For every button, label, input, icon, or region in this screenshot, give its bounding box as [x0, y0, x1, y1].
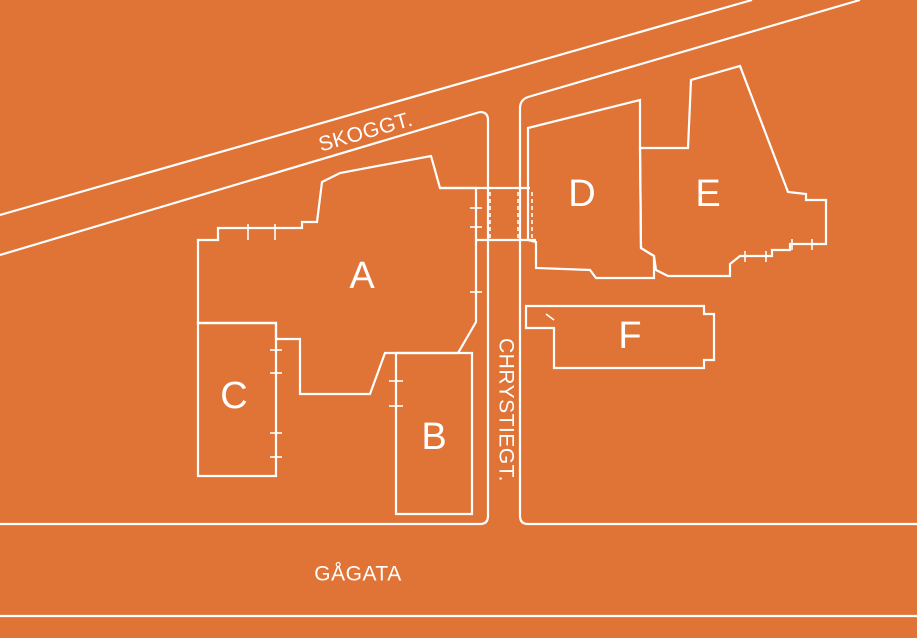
building-e-outline [638, 64, 828, 278]
building-d-label: D [568, 173, 595, 215]
skoggt-south-edge-east [527, 0, 861, 99]
building-c-outline [196, 321, 278, 478]
building-a-outline [196, 154, 478, 396]
building-b-label: B [421, 416, 446, 458]
building-f-outline [524, 304, 716, 370]
building-f-tick [545, 313, 555, 321]
building-c-ticks [270, 349, 282, 458]
street-label-gagata: GÅGATA [314, 563, 401, 586]
building-b-outline [394, 351, 474, 516]
west-block-outline [0, 110, 490, 526]
skoggt-north-edge [0, 0, 753, 217]
building-e-ticks [744, 239, 813, 262]
skoggt-south-edge [0, 110, 481, 257]
building-a-ticks [247, 207, 482, 293]
building-b-ticks [389, 380, 403, 407]
building-f-label: F [618, 315, 641, 357]
east-block-outline [518, 95, 917, 526]
building-d-outline [526, 98, 656, 280]
street-label-chrystiegt: CHRYSTIEGT. [494, 338, 517, 482]
building-e-label: E [695, 173, 720, 215]
building-c-label: C [220, 375, 247, 417]
street-label-skoggt: SKOGGT. [316, 108, 415, 157]
building-a-label: A [349, 255, 375, 297]
